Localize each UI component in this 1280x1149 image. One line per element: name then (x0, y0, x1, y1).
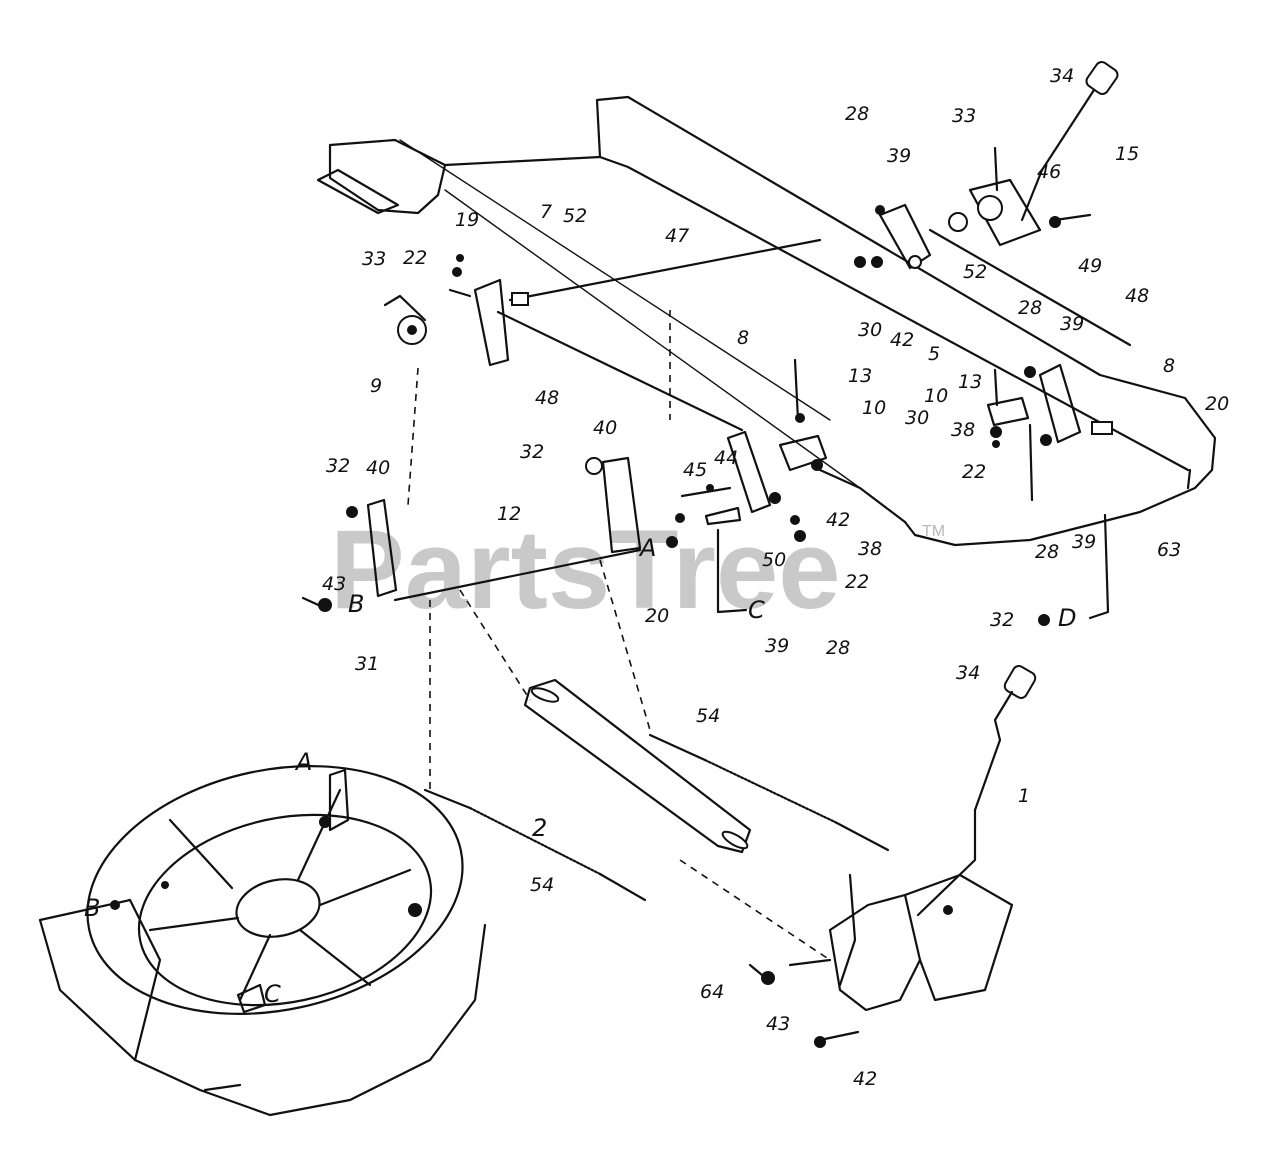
part-label-22: 22 (845, 571, 869, 593)
top-lever (948, 61, 1119, 247)
rod-50 (716, 528, 748, 614)
part-label-33: 33 (362, 248, 386, 270)
callout-label-B: B (348, 590, 364, 618)
part-label-40: 40 (366, 457, 390, 479)
callout-label-2: 2 (532, 814, 547, 842)
springs (423, 733, 890, 902)
handle-assembly (748, 665, 1037, 1048)
part-label-64: 64 (700, 981, 724, 1003)
rod-47 (508, 238, 822, 302)
part-label-31: 31 (355, 653, 379, 675)
part-label-52: 52 (963, 261, 987, 283)
part-label-32: 32 (990, 609, 1014, 631)
part-label-32: 32 (520, 441, 544, 463)
part-label-40: 40 (593, 417, 617, 439)
part-label-38: 38 (858, 538, 882, 560)
part-label-43: 43 (766, 1013, 790, 1035)
part-label-39: 39 (887, 145, 911, 167)
part-label-52: 52 (563, 205, 587, 227)
part-label-48: 48 (535, 387, 559, 409)
part-label-34: 34 (956, 662, 980, 684)
watermark-tm: TM (922, 523, 945, 540)
part-label-39: 39 (765, 635, 789, 657)
watermark-text: PartsTree (330, 507, 841, 632)
part-label-42: 42 (890, 329, 914, 351)
guide-lines (407, 310, 831, 961)
center-bracket (585, 358, 828, 554)
part-label-22: 22 (962, 461, 986, 483)
part-label-43: 43 (322, 573, 346, 595)
part-label-32: 32 (326, 455, 350, 477)
part-label-28: 28 (1018, 297, 1042, 319)
part-label-13: 13 (958, 371, 982, 393)
part-label-9: 9 (370, 375, 382, 397)
part-label-48: 48 (1125, 285, 1149, 307)
link-bar (523, 678, 752, 854)
part-label-20: 20 (645, 605, 669, 627)
left-link (301, 498, 398, 612)
callout-label-A: A (638, 534, 656, 562)
part-label-22: 22 (403, 247, 427, 269)
right-bracket (854, 203, 1113, 626)
part-label-5: 5 (928, 343, 940, 365)
part-label-28: 28 (826, 637, 850, 659)
part-label-50: 50 (762, 549, 786, 571)
part-label-10: 10 (924, 385, 948, 407)
part-label-54: 54 (696, 705, 720, 727)
part-label-46: 46 (1037, 161, 1061, 183)
rods (393, 228, 1132, 620)
left-lift-arm (383, 254, 529, 367)
part-label-8: 8 (1163, 355, 1175, 377)
part-label-54: 54 (530, 874, 554, 896)
part-label-19: 19 (455, 209, 479, 231)
callout-label-B: B (84, 894, 100, 922)
part-label-13: 13 (848, 365, 872, 387)
part-label-33: 33 (952, 105, 976, 127)
callout-label-D: D (1058, 604, 1076, 632)
part-label-28: 28 (1035, 541, 1059, 563)
part-label-44: 44 (714, 447, 738, 469)
part-label-49: 49 (1078, 255, 1102, 277)
rod-12 (393, 548, 642, 602)
rod-63 (1088, 513, 1110, 620)
part-label-8: 8 (737, 327, 749, 349)
part-label-42: 42 (826, 509, 850, 531)
part-label-12: 12 (497, 503, 521, 525)
rod-48-rear (928, 228, 1132, 347)
part-label-10: 10 (862, 397, 886, 419)
callout-label-C: C (264, 980, 281, 1008)
part-label-38: 38 (951, 419, 975, 441)
callout-label-A: A (294, 748, 312, 776)
part-label-39: 39 (1060, 313, 1084, 335)
deck-housing (38, 765, 487, 1117)
part-label-42: 42 (853, 1068, 877, 1090)
part-label-45: 45 (683, 459, 707, 481)
part-label-34: 34 (1050, 65, 1074, 87)
part-label-28: 28 (845, 103, 869, 125)
rod-48-front (496, 310, 744, 432)
callout-label-C: C (748, 596, 765, 624)
part-label-20: 20 (1205, 393, 1229, 415)
part-label-47: 47 (665, 225, 689, 247)
part-label-7: 7 (540, 201, 552, 223)
part-label-63: 63 (1157, 539, 1181, 561)
part-label-30: 30 (905, 407, 929, 429)
part-label-39: 39 (1072, 531, 1096, 553)
part-label-30: 30 (858, 319, 882, 341)
part-label-15: 15 (1115, 143, 1139, 165)
part-label-1: 1 (1018, 785, 1030, 807)
